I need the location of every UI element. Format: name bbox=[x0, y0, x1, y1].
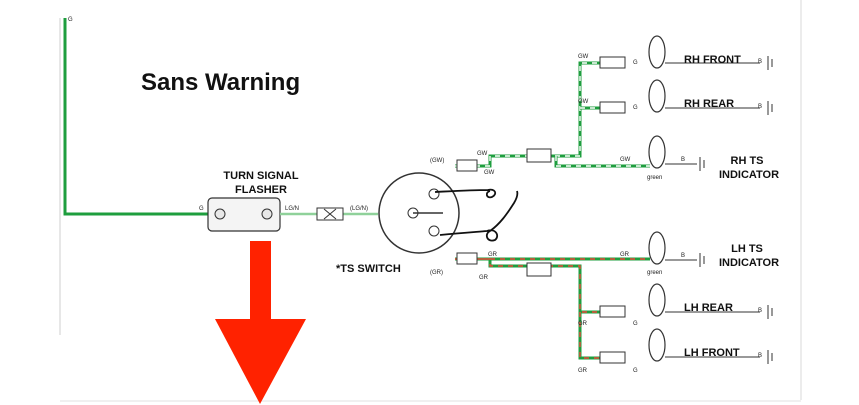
flasher-label-line2: FLASHER bbox=[235, 184, 287, 196]
gr-trunk: GR GR bbox=[455, 252, 650, 360]
flasher-terminal-right bbox=[261, 208, 273, 220]
rh-ts-indicator-branch: GW green B RH TS INDICATOR bbox=[620, 135, 779, 181]
feed-wire bbox=[63, 18, 208, 216]
rh-front-connector bbox=[599, 56, 626, 69]
rh-ts-wire-label: GW bbox=[620, 157, 631, 163]
gw-indicator-branch-dash bbox=[555, 156, 650, 167]
gw-junction-box bbox=[526, 148, 552, 163]
rh-rear-label: RH REAR bbox=[684, 98, 734, 110]
lh-rear-ground-label: B bbox=[758, 308, 762, 314]
rh-ts-label-line2: INDICATOR bbox=[719, 169, 779, 181]
rh-rear-bulb-icon bbox=[648, 79, 666, 113]
gw-trunk-dash bbox=[455, 62, 600, 167]
lh-front-connector-label: G bbox=[633, 368, 638, 374]
rh-ts-bulb-note: green bbox=[647, 175, 662, 181]
lh-rear-connector bbox=[599, 305, 626, 318]
flasher-terminal-left bbox=[214, 208, 226, 220]
rh-rear-connector bbox=[599, 101, 626, 114]
gr-trunk-label-1: GR bbox=[488, 252, 498, 258]
arrow-head bbox=[215, 319, 306, 404]
turn-signal-flasher: TURN SIGNAL FLASHER G LG/N bbox=[199, 170, 299, 232]
diagram-title: Sans Warning bbox=[141, 69, 300, 96]
lh-front-bulb-icon bbox=[648, 328, 666, 362]
rh-front-label: RH FRONT bbox=[684, 54, 741, 66]
lh-ts-bulb-note: green bbox=[647, 270, 662, 276]
red-down-arrow-icon bbox=[215, 241, 306, 404]
lh-front-label: LH FRONT bbox=[684, 347, 740, 359]
rh-rear-wire-label: GW bbox=[578, 99, 589, 105]
flasher-pin-right: LG/N bbox=[285, 206, 299, 212]
lh-ts-label-line2: INDICATOR bbox=[719, 257, 779, 269]
rh-rear-branch: GW G RH REAR B bbox=[578, 79, 773, 115]
rh-ts-label-line1: RH TS bbox=[731, 155, 764, 167]
arrow-shaft bbox=[250, 241, 271, 323]
rh-front-branch: GW G RH FRONT B bbox=[578, 35, 773, 70]
lh-rear-wire-label: GR bbox=[578, 321, 588, 327]
gw-trunk-label-2: GW bbox=[484, 170, 495, 176]
rh-front-ground-label: B bbox=[758, 59, 762, 65]
gw-switch-connector bbox=[456, 159, 478, 172]
lh-ts-bulb-icon bbox=[648, 231, 666, 265]
gr-trunk-dash bbox=[455, 258, 650, 359]
rh-rear-ground-label: B bbox=[758, 104, 762, 110]
lh-front-ground-label: B bbox=[758, 353, 762, 359]
ts-switch: *TS SWITCH (GW) (GR) bbox=[336, 158, 460, 276]
rh-front-wire-label: GW bbox=[578, 54, 589, 60]
rh-front-bulb-icon bbox=[648, 35, 666, 69]
hand-drawn-line-top bbox=[434, 188, 497, 199]
top-corner-mark: G bbox=[68, 17, 73, 23]
switch-input-wire-label: (LG/N) bbox=[350, 206, 368, 212]
switch-bottom-wire-label: (GR) bbox=[430, 270, 443, 276]
lh-front-connector bbox=[599, 351, 626, 364]
lh-rear-bulb-icon bbox=[648, 283, 666, 317]
flasher-label-line1: TURN SIGNAL bbox=[223, 170, 298, 182]
gw-trunk-label-1: GW bbox=[477, 151, 488, 157]
rh-ts-ground-label: B bbox=[681, 157, 685, 163]
rh-front-connector-label: G bbox=[633, 60, 638, 66]
lh-ts-wire-label: GR bbox=[620, 252, 630, 258]
lh-ts-ground-label: B bbox=[681, 253, 685, 259]
lh-rear-connector-label: G bbox=[633, 321, 638, 327]
lh-rear-label: LH REAR bbox=[684, 302, 733, 314]
connector-cross bbox=[323, 208, 337, 220]
switch-bottom-contact bbox=[428, 225, 440, 237]
hand-drawn-line-bottom bbox=[439, 190, 519, 242]
hand-drawn-annotation bbox=[434, 188, 519, 242]
rh-ts-bulb-icon bbox=[648, 135, 666, 169]
switch-top-contact bbox=[428, 188, 440, 200]
lh-rear-branch: GR G LH REAR B bbox=[578, 283, 773, 327]
gw-trunk: GW GW bbox=[455, 61, 650, 176]
rh-rear-connector-label: G bbox=[633, 105, 638, 111]
flasher-pin-left: G bbox=[199, 206, 204, 212]
lh-ts-label-line1: LH TS bbox=[731, 243, 763, 255]
lh-front-wire-label: GR bbox=[578, 368, 588, 374]
lh-ts-indicator-branch: GR green B LH TS INDICATOR bbox=[620, 231, 779, 276]
switch-label: *TS SWITCH bbox=[336, 263, 401, 275]
gr-switch-connector bbox=[456, 252, 478, 265]
gr-junction-box bbox=[526, 262, 552, 277]
lh-front-branch: GR G LH FRONT B bbox=[578, 328, 773, 374]
gr-trunk-label-2: GR bbox=[479, 275, 489, 281]
switch-top-wire-label: (GW) bbox=[430, 158, 444, 164]
